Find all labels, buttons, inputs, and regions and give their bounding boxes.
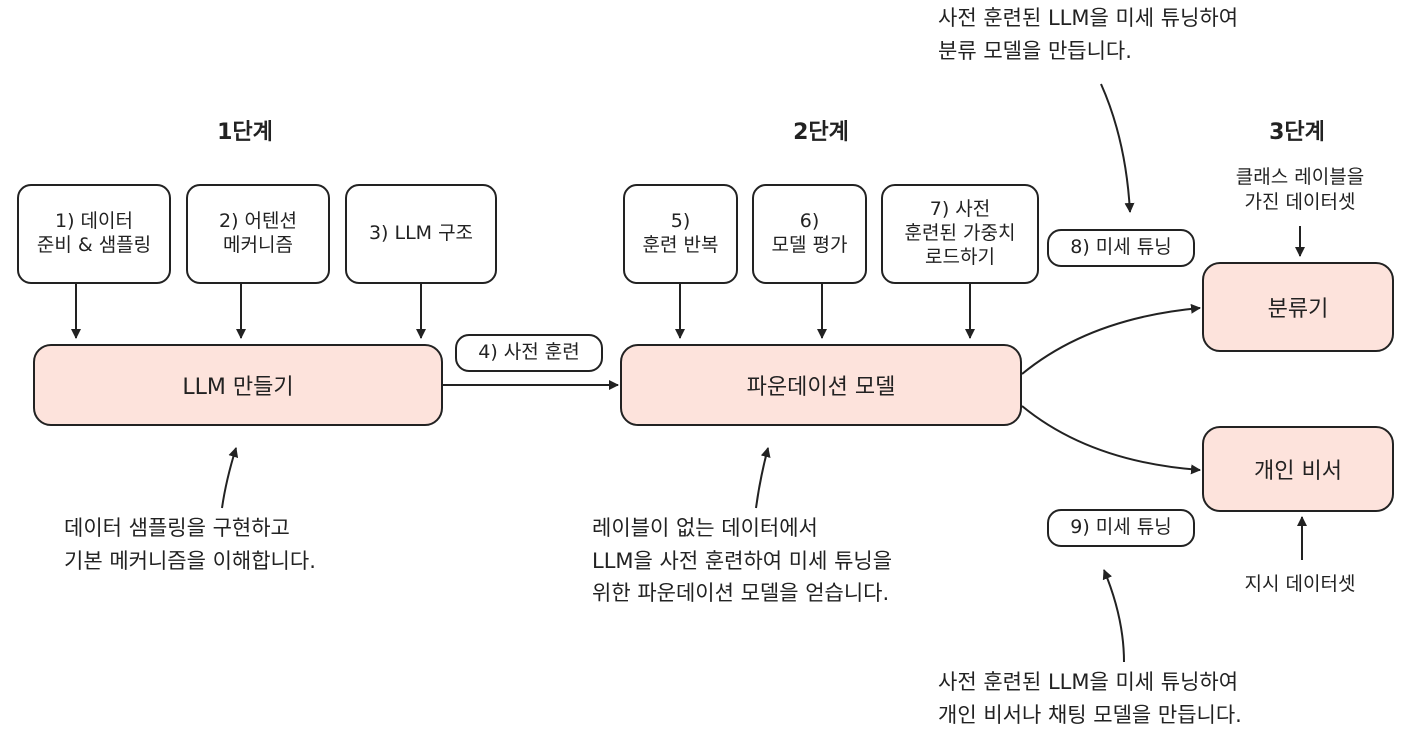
note-bottom-right: 사전 훈련된 LLM을 미세 튜닝하여 개인 비서나 채팅 모델을 만듭니다. <box>938 670 1242 727</box>
arrow-to-classifier <box>1021 303 1201 375</box>
step-5-training-loop: 5) 훈련 반복 <box>623 184 738 284</box>
pointer-bottom-center <box>755 447 771 509</box>
stage-3-title: 3단계 <box>1269 120 1325 145</box>
pointer-bottom-left <box>221 447 239 509</box>
pointer-top-right <box>1100 83 1135 213</box>
note-bottom-left: 데이터 샘플링을 구현하고 기본 메커니즘을 이해합니다. <box>64 516 316 573</box>
classifier-block: 분류기 <box>1202 262 1394 352</box>
instruction-dataset: 지시 데이터셋 <box>1244 573 1356 595</box>
assistant-block: 개인 비서 <box>1202 426 1394 512</box>
step-1-data-prep: 1) 데이터 준비 & 샘플링 <box>17 184 171 284</box>
note-bottom-center: 레이블이 없는 데이터에서 LLM을 사전 훈련하여 미세 튜닝을 위한 파운데… <box>592 516 893 606</box>
step-7-load-weights: 7) 사전 훈련된 가중치 로드하기 <box>881 184 1039 284</box>
foundation-model-block: 파운데이션 모델 <box>620 344 1022 426</box>
build-llm-block: LLM 만들기 <box>33 344 443 426</box>
step-2-attention: 2) 어텐션 메커니즘 <box>186 184 330 284</box>
step-9-finetune: 9) 미세 튜닝 <box>1047 509 1195 547</box>
pointer-bottom-right <box>1102 569 1125 663</box>
step-3-architecture: 3) LLM 구조 <box>345 184 497 284</box>
step-6-model-eval: 6) 모델 평가 <box>752 184 867 284</box>
stage-2-title: 2단계 <box>793 120 849 145</box>
step-4-pretraining: 4) 사전 훈련 <box>455 334 603 372</box>
arrow-to-assistant <box>1021 405 1201 475</box>
note-top-right: 사전 훈련된 LLM을 미세 튜닝하여 분류 모델을 만듭니다. <box>938 6 1239 63</box>
step-8-finetune: 8) 미세 튜닝 <box>1047 229 1195 267</box>
stage-1-title: 1단계 <box>217 120 273 145</box>
class-labels-dataset: 클래스 레이블을 가진 데이터셋 <box>1235 166 1365 213</box>
